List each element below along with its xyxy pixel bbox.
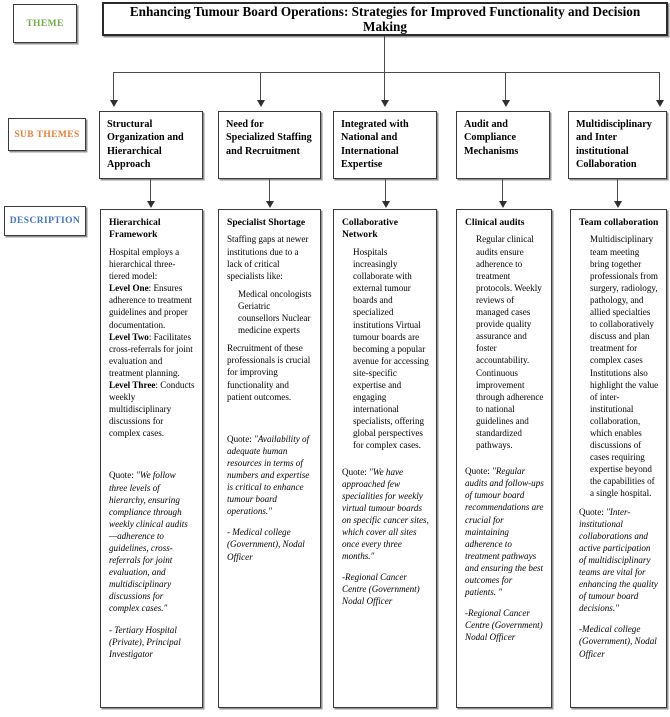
description-closing-2: Recruitment of these professionals is cr… xyxy=(227,343,311,402)
rail-label-description: DESCRIPTION xyxy=(4,206,86,236)
arrowhead-desc-1 xyxy=(147,201,155,208)
description-attribution-2: - Medical college (Government), Nodal Of… xyxy=(227,527,305,562)
description-heading-3: Collaborative Network xyxy=(342,217,398,241)
description-heading-2: Specialist Shortage xyxy=(227,217,306,228)
description-quote-5: Quote: "Inter-institutional collaboratio… xyxy=(579,506,659,615)
description-level-three-1: Level Three: Conducts weekly multidiscip… xyxy=(109,379,195,439)
subtheme-label-5: Multidisciplinary and Inter institutiona… xyxy=(576,119,652,171)
spacer xyxy=(109,439,195,469)
description-box-4: Clinical audits Regular clinical audits … xyxy=(456,209,552,708)
level-two-text: : Facilitates cross-referrals for joint … xyxy=(109,331,193,378)
description-body2-5: Institutions also highlight the value of… xyxy=(590,367,659,499)
subtheme-box-2: Need for Specialized Staffing and Recrui… xyxy=(218,111,321,179)
connector-drop-3 xyxy=(384,72,385,102)
description-heading-1: Hierarchical Framework xyxy=(109,217,161,241)
description-attribution-3: -Regional Cancer Centre (Government) Nod… xyxy=(342,572,420,607)
description-quote-1: Quote: "We follow three levels of hierar… xyxy=(109,469,195,614)
subtheme-box-1: Structural Organization and Hierarchical… xyxy=(99,111,203,179)
subtheme-label-3: Integrated with National and Internation… xyxy=(341,119,409,171)
quote-label-4: Quote: xyxy=(465,466,493,477)
subtheme-label-4: Audit and Compliance Mechanisms xyxy=(464,119,519,157)
theme-banner: Enhancing Tumour Board Operations: Strat… xyxy=(102,2,668,36)
spacer xyxy=(227,403,313,433)
description-quote-2: Quote: "Availability of adequate human r… xyxy=(227,433,313,518)
quote-label-3: Quote: xyxy=(342,466,370,477)
description-body-5: Multidisciplinary team meeting bring tog… xyxy=(590,234,658,366)
subtheme-box-5: Multidisciplinary and Inter institutiona… xyxy=(568,111,667,179)
connector-desc-5 xyxy=(617,179,618,203)
arrowhead-subtheme-2 xyxy=(257,100,265,107)
connector-desc-4 xyxy=(502,179,503,203)
quote-label-2: Quote: xyxy=(227,433,255,444)
quote-text-1: "We follow three levels of hierarchy, en… xyxy=(109,470,188,614)
connector-desc-3 xyxy=(385,179,386,203)
connector-drop-4 xyxy=(505,72,506,102)
level-one-label: Level One xyxy=(109,283,149,294)
level-three-text: : Conducts weekly multidisciplinary disc… xyxy=(109,379,195,439)
description-box-5: Team collaboration Multidisciplinary tea… xyxy=(570,209,667,708)
quote-text-5: "Inter-institutional collaborations and … xyxy=(579,506,658,614)
arrowhead-subtheme-4 xyxy=(502,100,510,107)
connector-drop-5 xyxy=(659,72,660,102)
description-box-3: Collaborative Network Hospitals increasi… xyxy=(333,209,437,708)
description-level-two-1: Level Two: Facilitates cross-referrals f… xyxy=(109,331,195,379)
rail-label-theme-text: THEME xyxy=(26,18,64,29)
arrowhead-desc-2 xyxy=(266,201,274,208)
quote-text-2: "Availability of adequate human resource… xyxy=(227,433,310,517)
description-heading-5: Team collaboration xyxy=(579,217,659,228)
connector-desc-1 xyxy=(150,179,151,203)
connector-theme-stem xyxy=(384,36,385,72)
connector-desc-2 xyxy=(269,179,270,203)
description-heading-4: Clinical audits xyxy=(465,217,525,228)
level-two-label: Level Two xyxy=(109,331,149,342)
description-list-2: Medical oncologists Geriatric counsellor… xyxy=(238,288,312,336)
description-attribution-5: -Medical college (Government), Nodal Off… xyxy=(579,624,657,659)
subtheme-label-1: Structural Organization and Hierarchical… xyxy=(107,119,184,171)
quote-label-5: Quote: xyxy=(579,506,607,517)
description-intro-2: Staffing gaps at newer institutions due … xyxy=(227,234,309,281)
description-body-3: Hospitals increasingly collaborate with … xyxy=(353,246,429,451)
arrowhead-desc-4 xyxy=(499,201,507,208)
quote-text-3: "We have approached few specialities for… xyxy=(342,466,429,562)
arrowhead-subtheme-5 xyxy=(656,100,664,107)
description-body-4: Regular clinical audits ensure adherence… xyxy=(476,234,544,451)
connector-bus-horizontal xyxy=(113,72,659,73)
rail-label-theme: THEME xyxy=(13,4,77,43)
arrowhead-desc-5 xyxy=(614,201,622,208)
rail-label-subthemes: SUB THEMES xyxy=(8,118,86,151)
rail-label-description-text: DESCRIPTION xyxy=(9,216,81,226)
subtheme-box-3: Integrated with National and Internation… xyxy=(333,111,437,179)
connector-drop-1 xyxy=(113,72,114,102)
description-attribution-4: -Regional Cancer Centre (Government) Nod… xyxy=(465,608,543,643)
spacer xyxy=(465,451,544,465)
spacer xyxy=(342,452,429,466)
arrowhead-subtheme-1 xyxy=(110,100,118,107)
description-box-1: Hierarchical Framework Hospital employs … xyxy=(100,209,203,708)
level-three-label: Level Three xyxy=(109,379,156,390)
description-box-2: Specialist Shortage Staffing gaps at new… xyxy=(218,209,321,708)
connector-drop-2 xyxy=(260,72,261,102)
subtheme-label-2: Need for Specialized Staffing and Recrui… xyxy=(226,119,312,157)
theme-title: Enhancing Tumour Board Operations: Strat… xyxy=(129,3,641,34)
description-intro-1: Hospital employs a hierarchical three-ti… xyxy=(109,246,180,282)
quote-text-4: "Regular audits and follow-ups of tumour… xyxy=(465,466,544,598)
description-level-one-1: Level One: Ensures adherence to treatmen… xyxy=(109,282,195,330)
subtheme-box-4: Audit and Compliance Mechanisms xyxy=(456,111,550,179)
rail-label-subthemes-text: SUB THEMES xyxy=(14,129,80,140)
level-one-text: : Ensures adherence to treatment guideli… xyxy=(109,283,192,330)
description-quote-3: Quote: "We have approached few specialit… xyxy=(342,466,429,563)
arrowhead-subtheme-3 xyxy=(381,100,389,107)
description-quote-4: Quote: "Regular audits and follow-ups of… xyxy=(465,465,544,598)
description-attribution-1: - Tertiary Hospital (Private), Principal… xyxy=(109,624,181,659)
arrowhead-desc-3 xyxy=(382,201,390,208)
quote-label-1: Quote: xyxy=(109,470,137,481)
